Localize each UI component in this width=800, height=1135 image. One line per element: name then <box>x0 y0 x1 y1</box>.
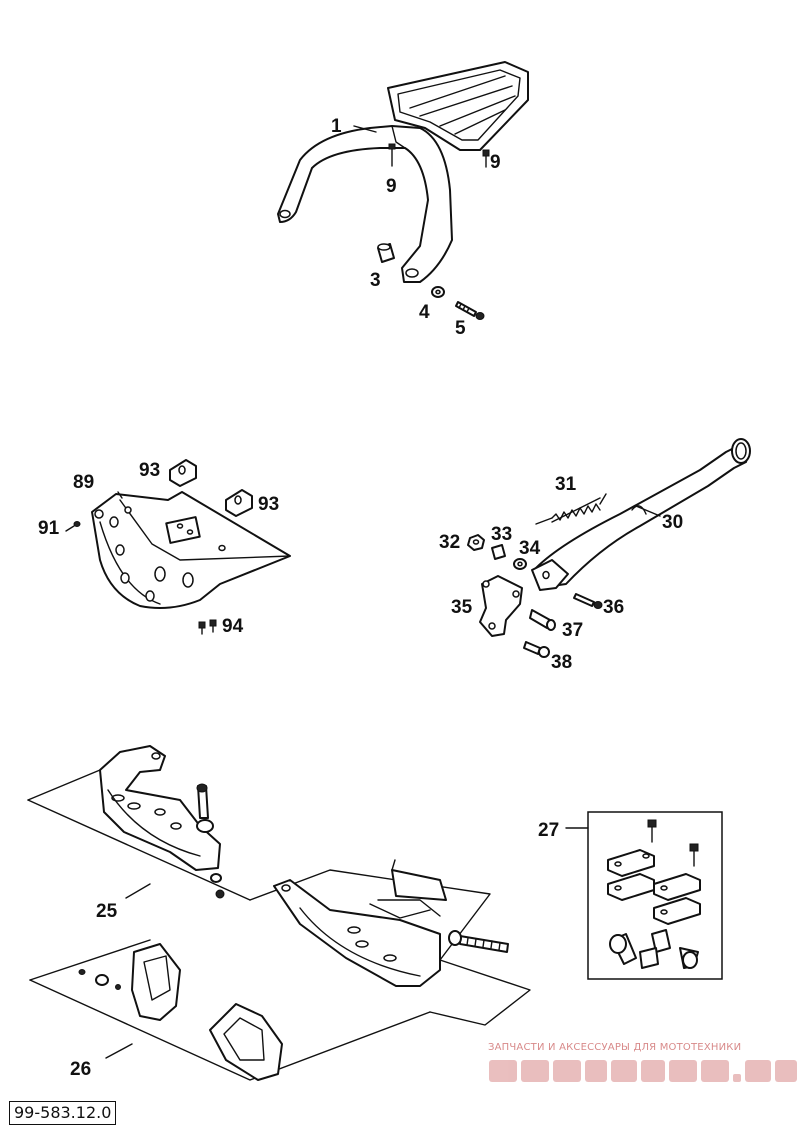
label-part-35: 35 <box>451 597 473 618</box>
handguard-left-bolt <box>196 783 225 899</box>
handguard-left <box>99 745 221 871</box>
handguard-shell-right <box>209 1003 283 1081</box>
bolt-36 <box>573 593 603 609</box>
washer-4 <box>431 286 445 298</box>
nut-32 <box>467 534 485 551</box>
clamp-lower-left <box>607 873 655 901</box>
shell-fasteners <box>78 969 121 990</box>
label-part-31: 31 <box>555 474 577 495</box>
document-code: 99-583.12.0 <box>9 1101 117 1125</box>
label-part-3: 3 <box>370 270 381 291</box>
label-part-9-right: 9 <box>490 152 501 173</box>
side-stand <box>531 438 751 591</box>
bracket-35 <box>479 575 523 637</box>
bolt-38 <box>523 641 550 658</box>
label-part-94: 94 <box>222 616 244 637</box>
bolt-5 <box>455 301 485 320</box>
label-part-91: 91 <box>38 518 60 539</box>
bolt-37 <box>529 609 556 631</box>
handguard-right-bolt <box>448 930 509 953</box>
washer-34 <box>513 558 527 570</box>
label-part-33: 33 <box>491 524 512 545</box>
label-part-93-top: 93 <box>139 460 160 481</box>
label-part-9-left: 9 <box>386 176 397 197</box>
bracket-93-top <box>169 459 197 487</box>
label-part-27: 27 <box>538 820 559 841</box>
handguard-shell-left <box>131 943 181 1021</box>
rear-carrier <box>277 61 529 283</box>
handguard-shell-kit-frame <box>29 939 431 1081</box>
handguard-grip-sleeve <box>369 859 447 919</box>
part-labels: 1 9 9 3 4 5 89 93 93 91 94 31 30 32 33 3… <box>38 116 683 1080</box>
watermark-tagline: ЗАПЧАСТИ И АКСЕССУАРЫ ДЛЯ МОТОТЕХНИКИ <box>488 1042 742 1053</box>
spacer-3 <box>377 243 395 263</box>
label-part-32: 32 <box>439 532 460 553</box>
screw-91 <box>65 521 81 532</box>
clamp-kit <box>565 811 723 980</box>
label-part-93-right: 93 <box>258 494 279 515</box>
label-part-30: 30 <box>662 512 683 533</box>
clamp-lower-right <box>653 897 701 925</box>
label-part-36: 36 <box>603 597 624 618</box>
skid-plate <box>91 491 291 609</box>
label-part-25: 25 <box>96 901 118 922</box>
screws-94 <box>198 619 217 635</box>
spring-31 <box>535 493 607 525</box>
clamp-upper-left <box>607 849 655 877</box>
bolt-9-right <box>482 149 490 168</box>
clamp-upper-right <box>653 873 701 901</box>
label-part-4: 4 <box>419 302 430 323</box>
clamp-bushings <box>609 929 699 969</box>
bolt-9-left <box>388 143 396 167</box>
label-part-5: 5 <box>455 318 466 339</box>
label-part-89: 89 <box>73 472 94 493</box>
label-part-26: 26 <box>70 1059 91 1080</box>
clamp-bolts <box>647 819 699 867</box>
handguard-right <box>273 879 441 987</box>
label-part-34: 34 <box>519 538 541 559</box>
label-part-1: 1 <box>331 116 342 137</box>
label-part-37: 37 <box>562 620 583 641</box>
leader-lines <box>105 125 661 1059</box>
label-part-38: 38 <box>551 652 572 673</box>
bracket-93-right <box>225 489 253 517</box>
sleeve-33 <box>491 544 506 560</box>
